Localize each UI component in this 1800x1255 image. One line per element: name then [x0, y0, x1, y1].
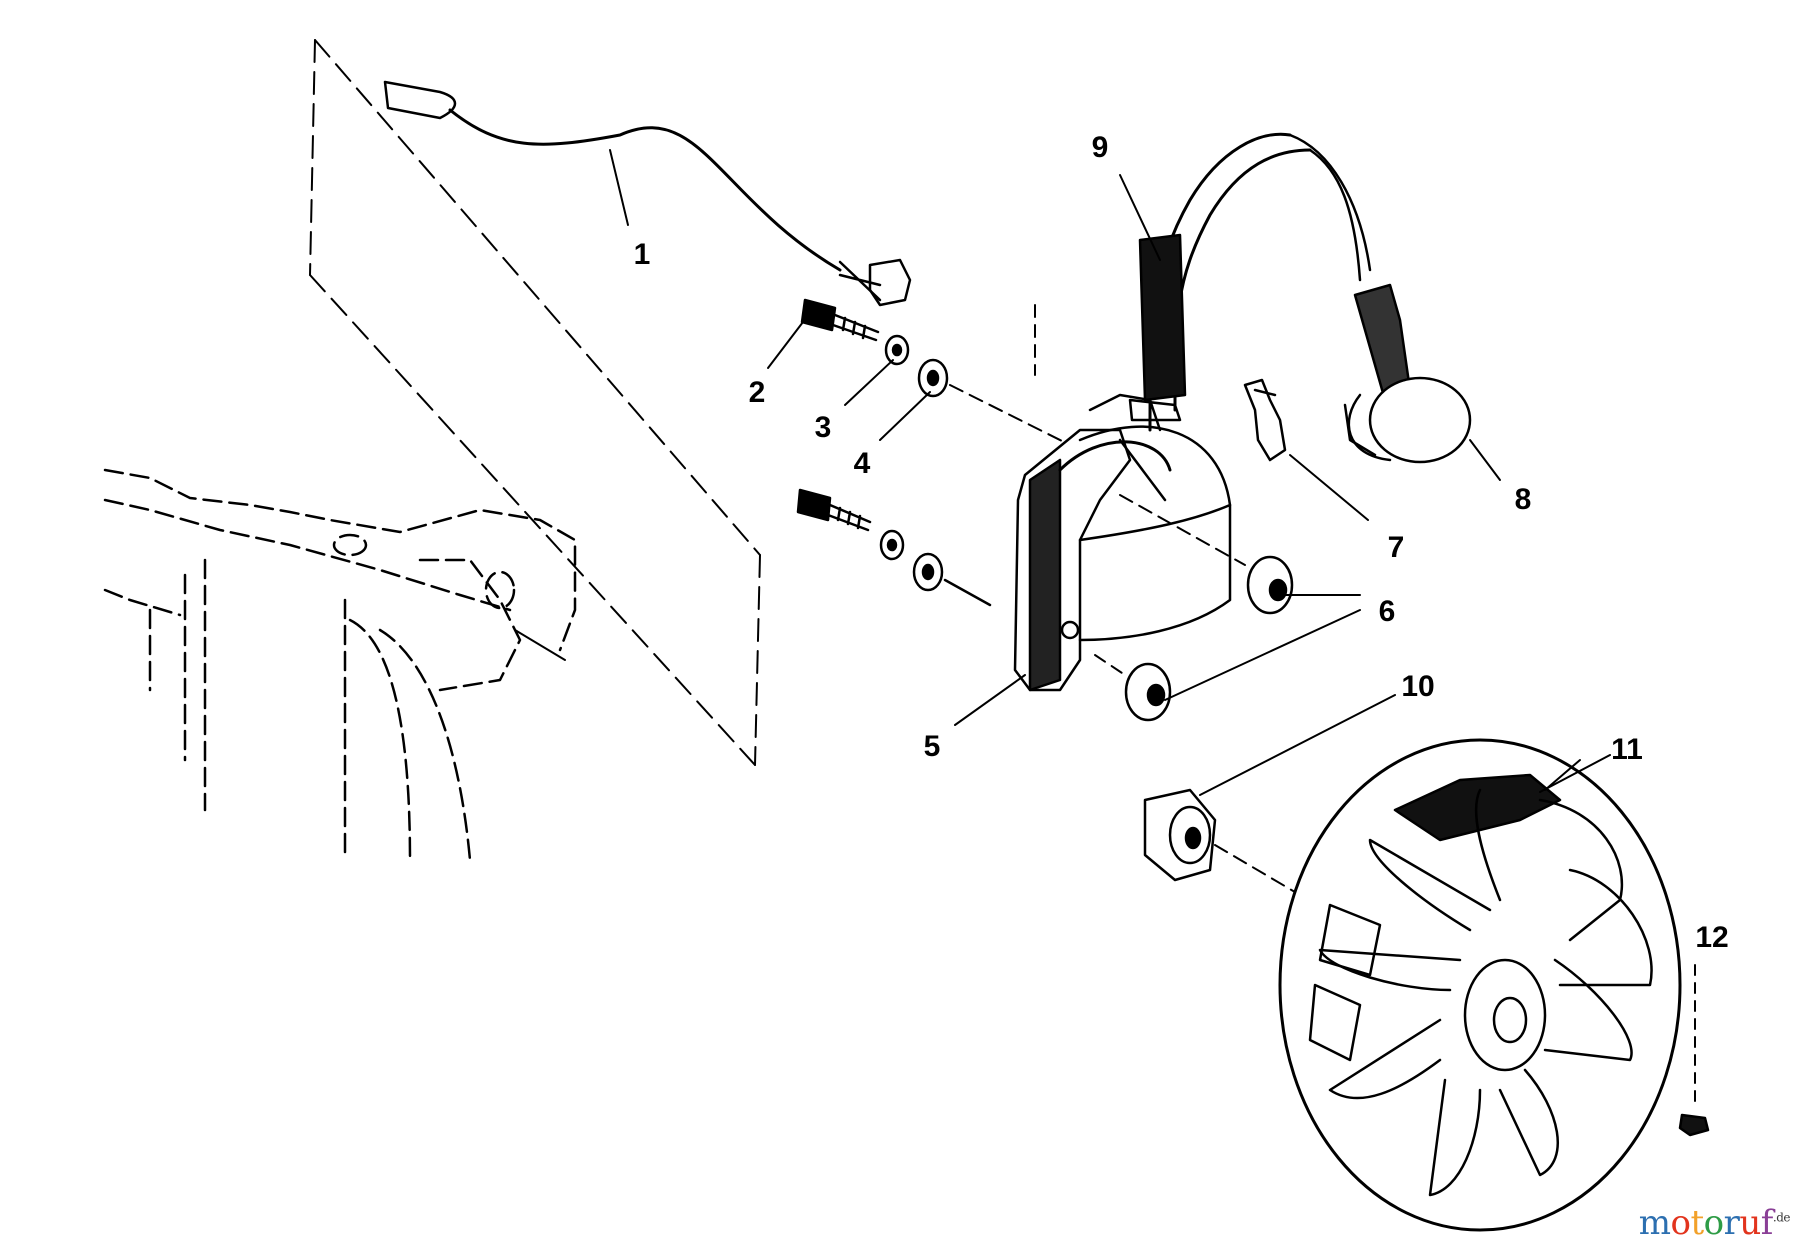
part-11-flywheel — [1278, 738, 1682, 1232]
watermark-suffix: .de — [1772, 1210, 1791, 1225]
part-10-nut — [1143, 788, 1217, 882]
part-1-wire — [383, 80, 912, 307]
part-12-key — [1678, 1113, 1710, 1137]
part-2-screws — [796, 298, 880, 532]
part-9-lead — [1128, 132, 1372, 432]
callout-5: 5 — [923, 730, 941, 763]
watermark-letter-5: r — [1723, 1203, 1740, 1243]
mounting-plane-outline — [309, 39, 761, 766]
part-7-clip — [1243, 378, 1287, 462]
callout-4: 4 — [853, 447, 871, 480]
callout-11: 11 — [1611, 733, 1643, 766]
watermark-letter-3: t — [1690, 1203, 1704, 1243]
callout-9: 9 — [1091, 131, 1109, 164]
callout-12: 12 — [1695, 921, 1729, 954]
part-6-spacers — [1124, 555, 1294, 722]
part-5-ignition-module — [1013, 393, 1232, 692]
watermark-letter-6: u — [1739, 1203, 1761, 1243]
callout-10: 10 — [1401, 670, 1435, 703]
engine-axis-line — [514, 629, 566, 661]
callout-1: 1 — [633, 238, 651, 271]
engine-block — [103, 468, 577, 862]
callout-2: 2 — [748, 376, 766, 409]
watermark-letter-1: m — [1638, 1203, 1671, 1243]
motoruf-watermark: motoruf.de — [1638, 1203, 1791, 1243]
callout-7: 7 — [1387, 531, 1405, 564]
part-8-spark-plug-boot — [1343, 283, 1472, 464]
watermark-letter-7: f — [1760, 1203, 1774, 1243]
part-3-4-washers — [879, 334, 949, 592]
watermark-letter-4: o — [1703, 1203, 1724, 1243]
watermark-letter-2: o — [1670, 1203, 1691, 1243]
callout-6: 6 — [1378, 595, 1396, 628]
callout-3: 3 — [814, 411, 832, 444]
callout-8: 8 — [1514, 483, 1532, 516]
leader-lines — [609, 149, 1611, 796]
